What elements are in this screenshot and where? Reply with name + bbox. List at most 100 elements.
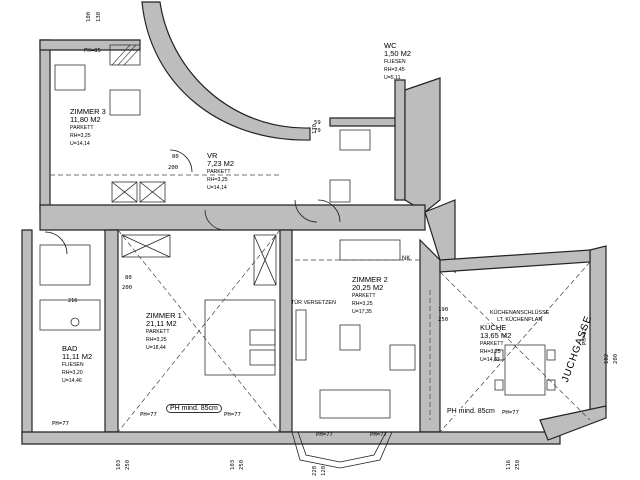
room-kueche-floor: PARKETT xyxy=(480,341,504,347)
furniture-desk-z3 xyxy=(109,89,141,116)
wall-left-outer xyxy=(39,39,51,211)
room-zimmer1-area: 21,11 M2 xyxy=(146,319,177,328)
note-ph-mind-2: PH mind. 85cm xyxy=(447,408,495,415)
dim-ph77-b: PH=77 xyxy=(140,412,157,418)
wall-wc-top xyxy=(329,117,406,127)
wall-curve xyxy=(141,1,311,141)
dim-ph77-e: PH=77 xyxy=(370,432,387,438)
wall-wc-right xyxy=(394,79,406,201)
dim-ph77-d: PH=77 xyxy=(316,432,333,438)
dim-ph85: PH=85 xyxy=(84,48,101,54)
door-z2-b xyxy=(317,199,341,223)
room-kueche-name: KÜCHE xyxy=(480,323,507,332)
room-zimmer3-u: U=14,14 xyxy=(70,141,90,147)
kitchen-note: KÜCHENANSCHLÜSSE LT. KÜCHENPLAN xyxy=(490,310,549,324)
wall-middle-h xyxy=(39,204,426,231)
room-zimmer2-name: ZIMMER 2 xyxy=(352,275,388,284)
bath-niche xyxy=(39,244,91,286)
room-vr: VR 7,23 M2 PARKETT RH=3,25 U=14,14 xyxy=(207,152,234,192)
dim-250-c: 250 xyxy=(515,459,521,470)
toilet-bad xyxy=(70,317,80,327)
kitchen-note-line2: LT. KÜCHENPLAN xyxy=(497,317,543,323)
room-kueche-rh: RH=3,25 xyxy=(480,349,501,355)
dim-130: 130 xyxy=(96,11,102,22)
room-zimmer1-name: ZIMMER 1 xyxy=(146,311,182,320)
dim-190: 190 xyxy=(438,307,449,313)
dim-250: 250 xyxy=(438,317,449,323)
room-zimmer3-area: 11,80 M2 xyxy=(70,115,101,124)
diag-k-a xyxy=(439,271,591,421)
room-zimmer3-floor: PARKETT xyxy=(70,125,94,131)
dim-ph77-f: PH=77 xyxy=(502,410,519,416)
bathtub xyxy=(39,299,101,331)
room-wc-area: 1,50 M2 xyxy=(384,49,412,58)
wall-kitchen-top xyxy=(439,249,591,273)
kitchen-table xyxy=(504,344,546,396)
room-zimmer1-u: U=18,44 xyxy=(146,345,166,351)
room-vr-area: 7,23 M2 xyxy=(207,159,235,168)
door-z1 xyxy=(204,209,226,231)
room-zimmer2-u: U=17,35 xyxy=(352,309,372,315)
room-vr-floor: PARKETT xyxy=(207,169,231,175)
note-nk: NK xyxy=(402,256,411,262)
room-zimmer3: ZIMMER 3 11,80 M2 PARKETT RH=3,25 U=14,1… xyxy=(70,108,106,148)
dim-116: 116 xyxy=(506,459,512,470)
sofa-z2 xyxy=(319,389,391,419)
pillow-z1-a xyxy=(249,329,276,346)
wall-right-kitchen xyxy=(589,245,607,422)
room-kueche-u: U=14,83 xyxy=(480,357,500,363)
wall-z1-z2 xyxy=(279,229,293,433)
room-zimmer3-rh: RH=3,25 xyxy=(70,133,91,139)
room-kueche: KÜCHE 13,65 M2 PARKETT RH=3,25 U=14,83 xyxy=(480,324,511,364)
bay-window xyxy=(291,431,393,469)
wall-left-lower xyxy=(21,229,33,441)
door-z3 xyxy=(169,149,193,173)
dim-59: 59 xyxy=(314,120,321,126)
dim-ph82: PH=82 xyxy=(582,328,588,345)
chair-z2-a xyxy=(339,324,361,351)
wardrobe-z1 xyxy=(121,234,277,286)
note-ph-mind-1: PH mind. 85cm xyxy=(166,404,222,413)
room-zimmer1-floor: PARKETT xyxy=(146,329,170,335)
wall-bad-z1 xyxy=(104,229,119,433)
room-zimmer1-rh: RH=3,25 xyxy=(146,337,167,343)
kitchen-note-line1: KÜCHENANSCHLÜSSE xyxy=(490,310,550,316)
room-vr-name: VR xyxy=(207,151,218,160)
dim-100: 100 xyxy=(86,11,92,22)
room-zimmer2-floor: PARKETT xyxy=(352,293,376,299)
wardrobe-vr xyxy=(111,181,166,203)
room-bad-name: BAD xyxy=(62,344,78,353)
room-bad: BAD 11,11 M2 FLIESEN RH=3,20 U=14,46 xyxy=(62,345,92,385)
room-vr-rh: RH=3,25 xyxy=(207,177,228,183)
dim-228: 228 xyxy=(312,465,318,476)
bed-z1 xyxy=(204,299,276,376)
door-z2 xyxy=(294,199,318,223)
pillow-z1-b xyxy=(249,349,276,366)
dim-250-b: 250 xyxy=(239,459,245,470)
dim-250-a: 250 xyxy=(125,459,131,470)
dim-120: 120 xyxy=(321,465,327,476)
room-bad-floor: FLIESEN xyxy=(62,362,84,368)
room-wc: WC 1,50 M2 FLIESEN RH=3,45 U=5,11 xyxy=(384,42,411,82)
diag-z1-b xyxy=(117,229,281,433)
wc-toilet xyxy=(339,129,371,151)
shelf-z2 xyxy=(295,309,307,361)
room-wc-u: U=5,11 xyxy=(384,75,401,81)
room-bad-rh: RH=3,20 xyxy=(62,370,83,376)
desk-z2 xyxy=(339,239,401,261)
room-zimmer1: ZIMMER 1 21,11 M2 PARKETT RH=3,25 U=18,4… xyxy=(146,312,182,352)
note-tuer-versetzen: TÜR VERSETZEN xyxy=(291,300,336,306)
room-bad-u: U=14,46 xyxy=(62,378,82,384)
bay-window-inner xyxy=(297,431,387,463)
dim-200-b: 200 xyxy=(122,285,133,291)
room-zimmer2-rh: RH=3,25 xyxy=(352,301,373,307)
room-wc-floor: FLIESEN xyxy=(384,59,406,65)
room-bad-area: 11,11 M2 xyxy=(62,352,93,361)
room-kueche-area: 13,65 M2 xyxy=(480,331,512,340)
dim-80-b: 80 xyxy=(125,275,132,281)
dim-ph77-a: PH=77 xyxy=(52,421,69,427)
wc-basin xyxy=(329,179,351,203)
room-zimmer2: ZIMMER 2 20,25 M2 PARKETT RH=3,25 U=17,3… xyxy=(352,276,388,316)
dim-103-b: 103 xyxy=(230,459,236,470)
